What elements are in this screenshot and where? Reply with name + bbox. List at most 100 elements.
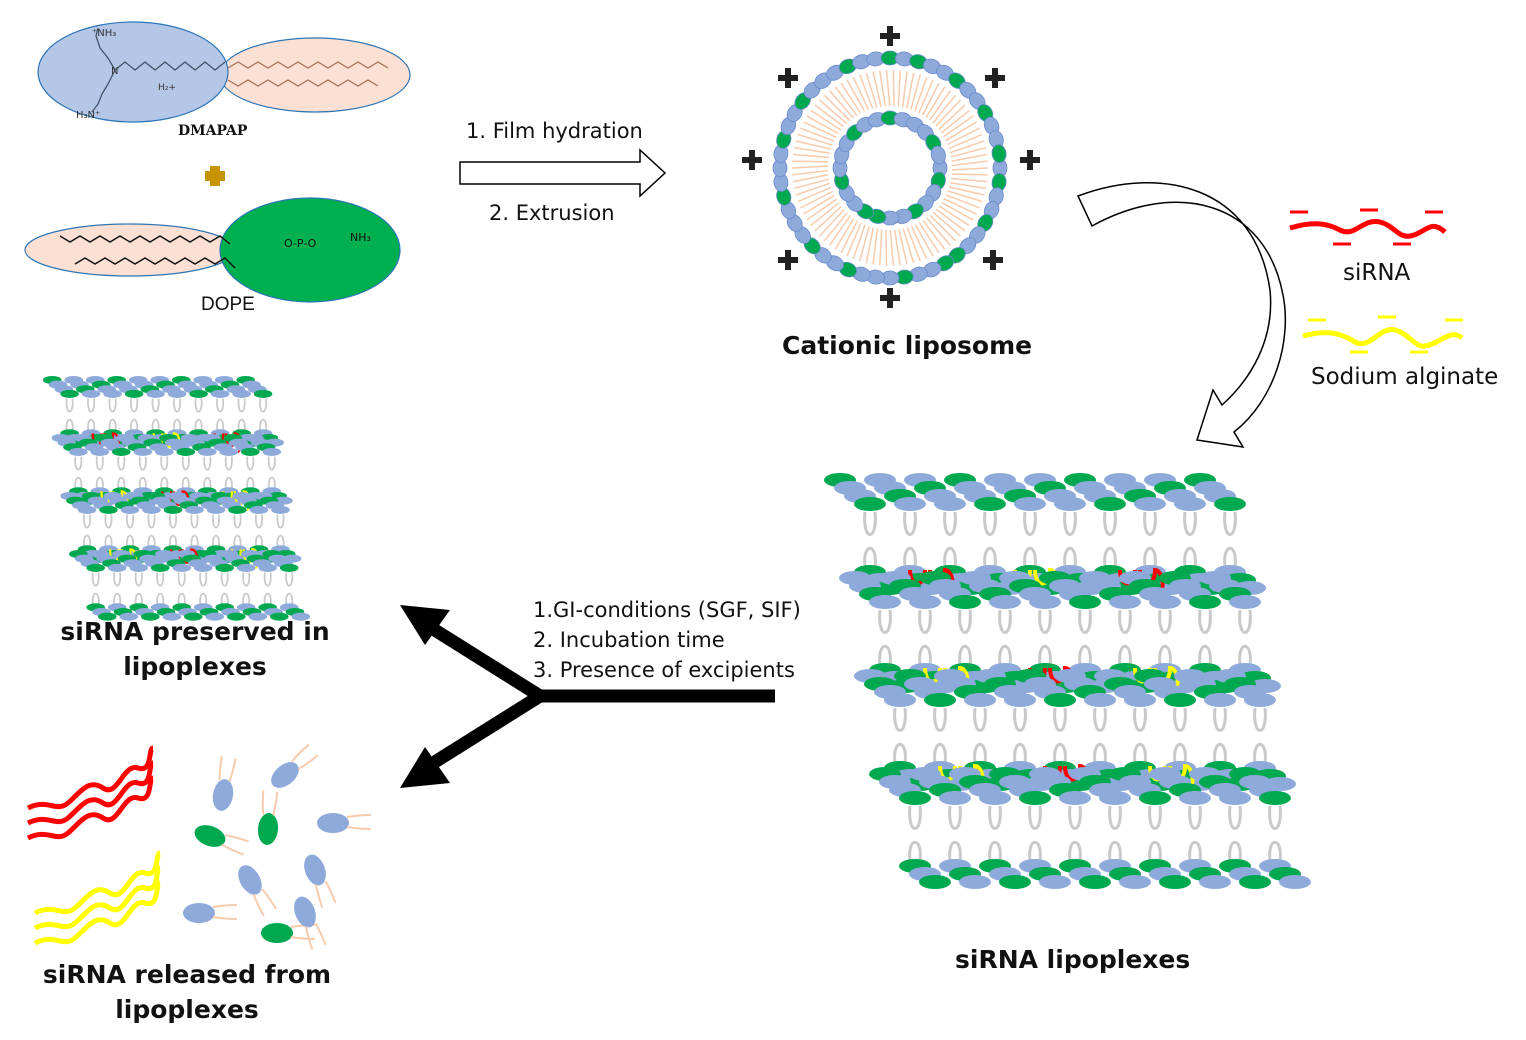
lipid-tail [906, 227, 921, 262]
lipid-head [253, 389, 273, 398]
lipid-tail [910, 74, 922, 110]
lipid-tail [117, 476, 126, 489]
lipid-head [69, 447, 88, 456]
lipid-tail [203, 456, 212, 471]
lipid-tail [156, 592, 165, 605]
free-alginate-strand [33, 850, 162, 916]
lipid-tail [285, 592, 294, 605]
lipid-head [146, 389, 165, 398]
dmapap-h2: H₂+ [158, 83, 176, 93]
lipid-tail [113, 592, 122, 605]
lipid-tail [108, 418, 117, 431]
lipid-tail [794, 146, 830, 155]
lipid-tail [1093, 707, 1107, 732]
lipid-tail [810, 202, 840, 227]
lipid-tail [242, 572, 251, 587]
lipid-tail [1103, 511, 1117, 536]
free-lipid-head [257, 813, 279, 845]
lipid-head [1109, 595, 1141, 609]
lipid-tail [1103, 546, 1117, 568]
dmapap-chain-1 [227, 61, 389, 69]
lipid-head [884, 693, 916, 707]
lipid-tail [814, 104, 845, 128]
lipid-tail [87, 418, 96, 431]
lipid-head [215, 563, 234, 572]
lipid-tail [233, 514, 242, 529]
lipid-tail [1213, 707, 1227, 732]
lipid-head [1004, 693, 1036, 707]
dmapap-head-ellipse [37, 21, 229, 123]
lipid-tail [1118, 609, 1132, 634]
lipid-head [81, 389, 101, 398]
lipid-head [124, 389, 144, 398]
lipid-head [241, 447, 260, 456]
lipid-head [1189, 595, 1221, 609]
lipid-tail [898, 229, 908, 265]
lipid-head [1204, 693, 1236, 707]
lipid-tail [1028, 840, 1042, 862]
lipid-head [291, 612, 311, 621]
lipid-head [206, 505, 226, 514]
lipid-tail [950, 181, 986, 190]
lipid-tail [169, 534, 177, 547]
free-lipid-tail [252, 888, 277, 917]
cationic-liposome [742, 26, 1040, 308]
lipid-tail [829, 215, 851, 246]
lipid-head [189, 389, 208, 398]
charge-plus-icon [1027, 150, 1033, 170]
lipid-tail [1183, 511, 1197, 536]
lipid-tail [901, 71, 908, 108]
lipid-tail [922, 219, 946, 250]
dmapap-label: DMAPAP [178, 123, 248, 139]
lipid-tail [973, 742, 987, 764]
lipid-tail [935, 99, 962, 127]
lipid-tail [212, 534, 220, 547]
lipid-tail [285, 572, 294, 587]
sirna-charges [1290, 208, 1443, 246]
lipid-tail [212, 514, 220, 529]
lipid-tail [846, 222, 862, 257]
lipid-tail [872, 228, 879, 265]
lipid-tail [943, 198, 977, 215]
lipid-tail [1143, 511, 1157, 536]
lipid-tail [181, 456, 190, 471]
lipid-tail [1108, 840, 1122, 862]
outer-lipid-head [991, 144, 1007, 164]
lipid-tail [237, 398, 246, 413]
lipid-head [1014, 497, 1046, 511]
lipid-head [1179, 791, 1211, 805]
condition-item: 2. Incubation time [533, 628, 725, 652]
lipid-tail [933, 707, 947, 732]
dmapap-n: N [111, 66, 118, 77]
lipid-tail [147, 534, 156, 547]
lipid-tail [169, 514, 177, 529]
free-lipid-tail [315, 880, 337, 909]
lipid-tail [948, 186, 985, 196]
lipid-tail [935, 208, 966, 232]
lipid-head [150, 563, 170, 572]
lipid-head [248, 612, 268, 621]
step-film-hydration: 1. Film hydration [466, 119, 643, 143]
free-lipid-tail [261, 790, 279, 816]
lipid-head [228, 505, 247, 514]
lipid-head [270, 612, 289, 621]
charge-plus-icon [992, 68, 998, 88]
lipid-tail [177, 572, 186, 587]
lipid-tail [938, 205, 970, 227]
lipid-head [974, 497, 1006, 511]
dope-tail-ellipse [24, 223, 236, 277]
lipid-tail [1038, 644, 1052, 666]
lipid-tail [988, 805, 1002, 830]
lipid-head [1079, 875, 1111, 889]
lipid-tail [160, 456, 169, 471]
lipid-tail [951, 153, 988, 162]
lipid-head [959, 875, 991, 889]
free-alginate-strand [33, 865, 162, 931]
lipid-tail [126, 534, 134, 547]
lipid-tail [926, 217, 951, 246]
lipid-tail [998, 609, 1012, 634]
lipid-tail [1183, 546, 1197, 568]
curved-arrow-icon [1076, 181, 1287, 448]
lipid-head [103, 389, 122, 398]
lipid-head [919, 875, 951, 889]
